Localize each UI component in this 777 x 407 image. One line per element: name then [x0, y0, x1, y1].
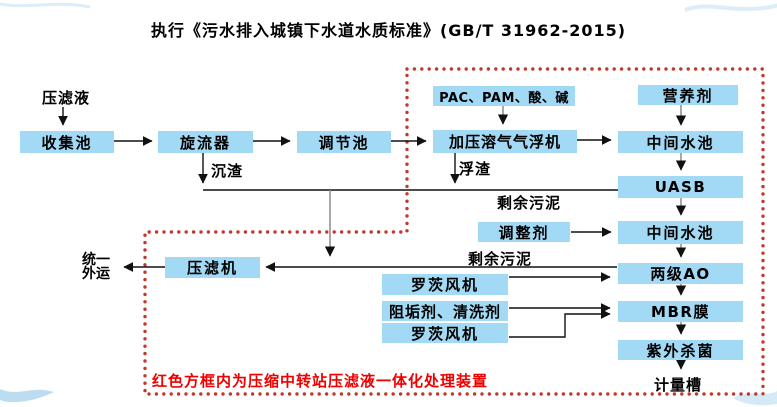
node-roots-blower-2: 罗茨风机 [382, 323, 508, 343]
node-intermediate-tank-1: 中间水池 [618, 131, 743, 153]
connector-arrows-black [58, 107, 618, 338]
decorative-wave-bottom-right [733, 391, 777, 406]
node-antiscalant-cleaner: 阻垢剂、清洗剂 [382, 301, 508, 321]
red-box-note: 红色方框内为压缩中转站压滤液一体化处理装置 [152, 372, 489, 390]
decorative-wave-bottom-left [0, 389, 54, 403]
red-dashed-boundary [143, 67, 765, 396]
node-adjusting-agent: 调整剂 [478, 222, 570, 242]
node-intermediate-tank-2: 中间水池 [618, 221, 743, 244]
decorative-wave-top-left [0, 2, 91, 9]
node-collection-tank: 收集池 [20, 131, 114, 153]
diagram-title: 执行《污水排入城镇下水道水质标准》(GB/T 31962-2015) [150, 21, 627, 40]
node-chemicals-pac-pam: PAC、PAM、酸、碱 [433, 86, 575, 106]
node-two-stage-ao: 两级AO [618, 263, 743, 284]
node-nutrient: 营养剂 [638, 85, 738, 105]
label-excess-sludge-1: 剩余污泥 [497, 194, 562, 212]
node-regulating-tank: 调节池 [297, 131, 391, 153]
label-metering-tank: 计量槽 [654, 376, 703, 394]
node-uasb: UASB [618, 176, 743, 198]
label-settled-residue: 沉渣 [211, 162, 244, 180]
label-unified-transport: 统一 外运 [82, 252, 110, 282]
label-scum: 浮渣 [459, 160, 492, 178]
label-excess-sludge-2: 剩余污泥 [468, 250, 533, 268]
label-filtrate-input: 压滤液 [42, 89, 91, 107]
connector-arrows-gray [324, 105, 687, 370]
node-mbr-membrane: MBR膜 [618, 301, 743, 322]
node-roots-blower-1: 罗茨风机 [382, 274, 508, 295]
arrow-blower2-to-mbr [509, 309, 611, 338]
node-uv-disinfection: 紫外杀菌 [618, 340, 743, 360]
node-cyclone: 旋流器 [158, 131, 253, 153]
node-filter-press: 压滤机 [165, 257, 260, 278]
node-daf-machine: 加压溶气气浮机 [433, 130, 577, 153]
decorative-wave-top-right [684, 3, 777, 12]
